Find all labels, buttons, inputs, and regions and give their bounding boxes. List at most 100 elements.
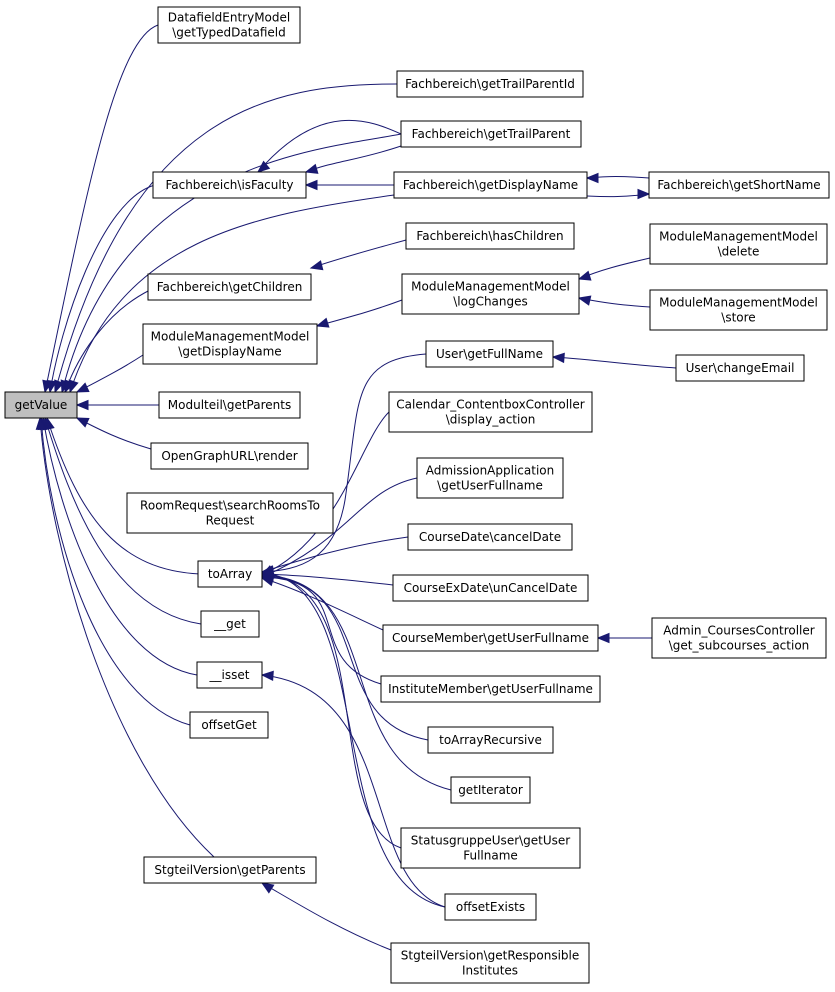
edge-13 (577, 295, 651, 308)
edge-arrowhead (596, 632, 610, 644)
node-label: Fachbereich\getTrailParent (412, 127, 571, 141)
edge-arrowhead (75, 382, 90, 393)
edge-17 (75, 399, 159, 411)
node-fach-get-children[interactable]: Fachbereich\getChildren (147, 273, 312, 301)
node-label: StatusgruppeUser\getUser (411, 834, 571, 848)
edge-arrowhead (315, 317, 330, 328)
node-label: User\getFullName (436, 347, 543, 361)
node-label: Modulteil\getParents (168, 398, 291, 412)
node-modulteil-get-parents[interactable]: Modulteil\getParents (158, 391, 301, 419)
node-magic-isset[interactable]: __isset (196, 661, 263, 689)
node-mmm-log-changes[interactable]: ModuleManagementModel\logChanges (401, 273, 580, 315)
node-label: Fachbereich\getChildren (157, 280, 303, 294)
edge-arrowhead (46, 379, 57, 394)
edge-arrowhead (551, 352, 565, 364)
edge-7 (585, 172, 650, 184)
node-fach-is-faculty[interactable]: Fachbereich\isFaculty (152, 171, 307, 199)
node-label: \getDisplayName (178, 345, 281, 359)
node-label: getIterator (458, 783, 523, 797)
node-label: \delete (718, 245, 760, 259)
node-user-change-email[interactable]: User\changeEmail (675, 354, 805, 382)
node-fach-get-trail-parent-id[interactable]: Fachbereich\getTrailParentId (396, 70, 584, 98)
node-fach-get-short-name[interactable]: Fachbereich\getShortName (648, 171, 830, 199)
node-label: getValue (15, 398, 68, 412)
node-fach-has-children[interactable]: Fachbereich\hasChildren (405, 222, 575, 250)
node-label: User\changeEmail (686, 361, 795, 375)
node-label: \logChanges (453, 295, 528, 309)
edge-arrowhead (304, 179, 318, 191)
node-stgteil-get-parents[interactable]: StgteilVersion\getParents (143, 856, 317, 884)
edge-arrowhead (577, 270, 592, 281)
edge-arrowhead (64, 379, 75, 394)
node-label: AdmissionApplication (426, 464, 554, 478)
node-user-get-full-name[interactable]: User\getFullName (425, 340, 554, 368)
node-label: CourseExDate\unCancelDate (404, 581, 578, 595)
node-label: StgteilVersion\getParents (154, 863, 305, 877)
node-mmm-get-display-name[interactable]: ModuleManagementModel\getDisplayName (142, 323, 318, 365)
node-label: __isset (209, 668, 250, 682)
node-label: InstituteMember\getUserFullname (388, 682, 593, 696)
node-label: ModuleManagementModel (151, 330, 310, 344)
node-to-array-recursive[interactable]: toArrayRecursive (427, 726, 554, 754)
edge-4 (304, 145, 402, 174)
node-datafield-entry[interactable]: DatafieldEntryModel\getTypedDatafield (157, 6, 301, 44)
edge-15 (75, 354, 144, 393)
edge-arrowhead (75, 399, 89, 411)
node-open-graph-render[interactable]: OpenGraphURL\render (150, 442, 309, 470)
edge-24 (260, 576, 384, 631)
edge-2 (256, 119, 402, 173)
node-offset-exists[interactable]: offsetExists (444, 893, 537, 921)
node-statusgruppe-user[interactable]: StatusgruppeUser\getUserFullname (400, 827, 581, 869)
edge-37 (260, 882, 392, 951)
node-get-value[interactable]: getValue (4, 391, 78, 419)
edge-6 (46, 184, 156, 394)
edge-arrowhead (577, 295, 592, 306)
edge-0 (42, 24, 159, 394)
graph-edges (35, 24, 677, 951)
node-admin-courses[interactable]: Admin_CoursesController\get_subcourses_a… (651, 617, 827, 659)
node-label: toArray (208, 567, 252, 581)
node-offset-get[interactable]: offsetGet (189, 711, 269, 739)
node-get-iterator[interactable]: getIterator (450, 776, 531, 804)
edge-arrowhead (256, 160, 271, 173)
node-course-ex-date-uncancel[interactable]: CourseExDate\unCancelDate (392, 574, 589, 602)
edge-arrowhead (304, 163, 319, 174)
node-label: Fachbereich\getTrailParentId (405, 77, 575, 91)
edge-10 (309, 239, 407, 271)
node-label: \getTypedDatafield (172, 26, 285, 40)
node-label: Fachbereich\hasChildren (416, 229, 563, 243)
edge-12 (577, 257, 651, 281)
node-course-date-cancel[interactable]: CourseDate\cancelDate (407, 523, 573, 551)
node-label: OpenGraphURL\render (161, 449, 297, 463)
edge-29 (260, 567, 446, 908)
node-fach-get-display-name[interactable]: Fachbereich\getDisplayName (393, 171, 588, 199)
node-course-member[interactable]: CourseMember\getUserFullname (382, 624, 599, 652)
node-magic-get[interactable]: __get (200, 610, 260, 638)
node-label: ModuleManagementModel (411, 280, 570, 294)
node-label: Fachbereich\getShortName (657, 178, 820, 192)
node-label: Fachbereich\isFaculty (165, 178, 293, 192)
node-fach-get-trail-parent[interactable]: Fachbereich\getTrailParent (400, 120, 582, 148)
node-label: __get (213, 617, 246, 631)
node-mmm-store[interactable]: ModuleManagementModel\store (649, 289, 828, 331)
node-mmm-delete[interactable]: ModuleManagementModel\delete (649, 223, 828, 265)
node-calendar-display[interactable]: Calendar_ContentboxController\display_ac… (388, 391, 593, 433)
node-label: \display_action (446, 413, 536, 427)
edge-18 (75, 417, 152, 450)
node-label: offsetGet (201, 718, 257, 732)
node-label: RoomRequest\searchRoomsTo (140, 499, 320, 513)
node-label: Admin_CoursesController (663, 624, 814, 638)
node-label: DatafieldEntryModel (168, 11, 291, 25)
node-label: \store (721, 311, 755, 325)
node-institute-member[interactable]: InstituteMember\getUserFullname (380, 675, 601, 703)
edge-25 (260, 571, 382, 685)
node-label: \get_subcourses_action (669, 639, 810, 653)
node-admission-app[interactable]: AdmissionApplication\getUserFullname (416, 457, 564, 499)
node-label: toArrayRecursive (439, 733, 542, 747)
node-to-array[interactable]: toArray (197, 560, 263, 588)
node-label: CourseDate\cancelDate (419, 530, 561, 544)
edge-arrowhead (260, 670, 274, 682)
